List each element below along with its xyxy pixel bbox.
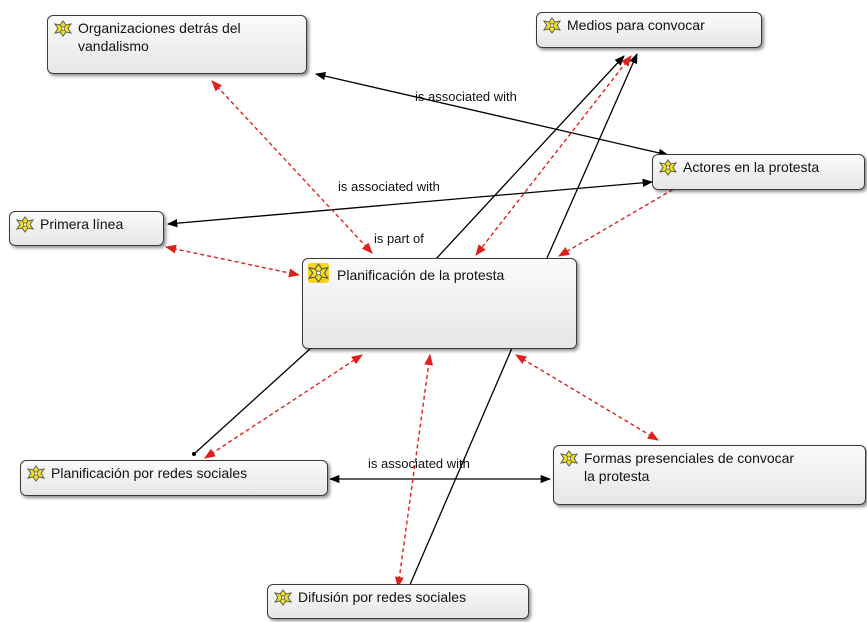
node-label: Planificación de la protesta xyxy=(337,267,505,283)
dashed-medios-planificacion[interactable] xyxy=(475,55,632,256)
dashed-redes-planificacion[interactable] xyxy=(204,354,363,459)
code-family-icon xyxy=(274,589,292,606)
edge-label-redes-formas: is associated with xyxy=(368,456,470,471)
code-family-icon xyxy=(560,450,578,467)
code-family-icon xyxy=(16,216,34,233)
dashed-organizaciones-planificacion[interactable] xyxy=(211,80,373,254)
edge-label-org-actores: is associated with xyxy=(415,89,517,104)
code-family-icon xyxy=(659,159,677,176)
node-label: Medios para convocar xyxy=(567,17,705,33)
node-label: Organizaciones detrás del vandalismo xyxy=(78,20,241,54)
dashed-formas-planificacion[interactable] xyxy=(515,354,659,441)
node-primera[interactable]: Primera línea xyxy=(9,211,164,246)
node-medios[interactable]: Medios para convocar xyxy=(536,12,762,48)
link-organizaciones-actores[interactable] xyxy=(314,72,670,157)
dashed-difusion-planificacion[interactable] xyxy=(394,353,434,589)
link-redes-planificacion[interactable] xyxy=(191,347,312,457)
code-family-icon xyxy=(27,465,45,482)
link-planificacion-medios-2[interactable] xyxy=(546,53,638,259)
node-label: Planificación por redes sociales xyxy=(51,465,248,481)
link-planificacion-medios-1[interactable] xyxy=(434,55,625,261)
code-family-icon xyxy=(543,17,561,34)
node-difusion[interactable]: Difusión por redes sociales xyxy=(267,584,529,619)
node-planificacion-protesta[interactable]: Planificación de la protesta xyxy=(302,258,577,349)
node-label: Primera línea xyxy=(40,216,124,232)
node-formas-presenciales[interactable]: Formas presenciales de convocar la prote… xyxy=(553,445,866,505)
node-label: Difusión por redes sociales xyxy=(298,589,467,605)
edge-label-part-of: is part of xyxy=(374,231,424,246)
node-planificacion-redes[interactable]: Planificación por redes sociales xyxy=(20,460,328,496)
node-label: Actores en la protesta xyxy=(683,159,820,175)
node-label: Formas presenciales de convocar la prote… xyxy=(584,450,795,484)
code-family-icon xyxy=(54,20,72,37)
edge-label-primera-actores: is associated with xyxy=(338,179,440,194)
node-organizaciones[interactable]: Organizaciones detrás del vandalismo xyxy=(47,15,307,74)
dashed-primera-planificacion[interactable] xyxy=(164,244,301,278)
node-actores[interactable]: Actores en la protesta xyxy=(652,154,865,190)
code-family-icon xyxy=(308,263,329,283)
